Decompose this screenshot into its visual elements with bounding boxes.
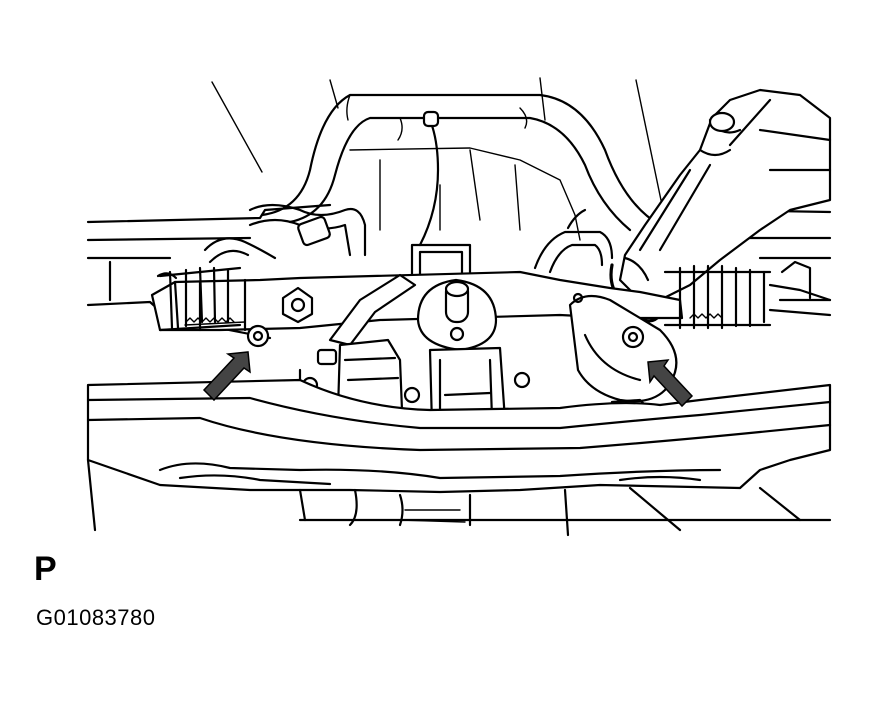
technician-hand <box>609 88 832 323</box>
left-mounting-bolt <box>246 324 270 348</box>
figure-id: G01083780 <box>36 605 156 630</box>
right-lines <box>533 208 614 274</box>
sensor-wire <box>418 110 440 247</box>
left-indicator-arrow <box>202 351 251 402</box>
right-mounting-bolt <box>621 325 645 349</box>
leader-lines <box>211 77 663 206</box>
front-suspension-crossmember <box>86 378 832 537</box>
left-boot <box>156 266 242 332</box>
steering-rack <box>150 264 832 347</box>
clamp-bracket <box>410 243 472 292</box>
view-label: P <box>34 550 57 588</box>
stabilizer-bar <box>260 93 662 232</box>
right-indicator-arrow <box>647 359 694 408</box>
left-lines <box>203 203 367 264</box>
pinion-assembly <box>403 278 531 427</box>
